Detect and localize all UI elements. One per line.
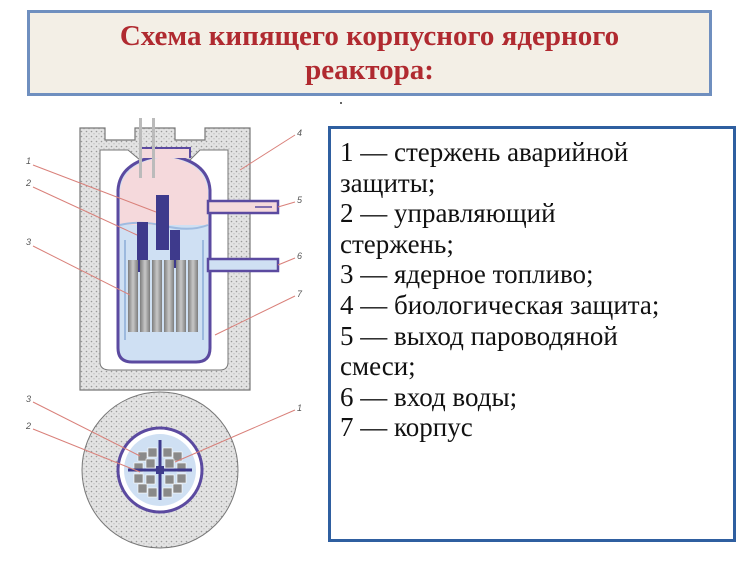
reactor-diagram: 1 2 3 4 5 6 7 3 2 1 [25,118,303,549]
plan-callout-1: 1 [297,403,302,413]
legend-line: 3 — ядерное топливо; [340,259,594,290]
stray-dot [340,102,342,104]
water-inlet-pipe [206,257,280,273]
legend-line: смеси; [340,351,416,382]
callout-leaders [32,134,296,336]
callout-5: 5 [297,195,303,205]
legend-line: стержень; [340,228,454,259]
callout-2: 2 [25,178,31,188]
rod-guide-2 [152,118,155,178]
steam-outlet-pipe [206,199,280,215]
title-line-1: Схема кипящего корпусного ядерного [119,20,620,52]
fuel-assembly [128,260,198,332]
reactor-cross-section [81,391,239,549]
title-box: Схема кипящего корпусного ядерного реакт… [27,10,712,96]
legend-line: 4 — биологическая защита; [340,289,660,320]
emergency-rod [156,195,169,250]
legend-box: 1 — стержень аварийной защиты; 2 — управ… [328,126,736,542]
plan-callout-3: 3 [26,394,31,404]
control-rod-2 [170,230,180,268]
legend-line: 7 — корпус [340,412,473,443]
legend-line: 2 — управляющий [340,198,556,229]
title-line-2: реактора: [305,54,434,86]
legend-line: 1 — стержень аварийной [340,137,629,167]
rod-guide-1 [139,118,142,178]
legend-line: 5 — выход пароводяной [340,320,618,351]
callout-6: 6 [297,251,302,261]
control-rod [137,222,148,272]
callout-1: 1 [26,156,31,166]
callout-4: 4 [297,128,302,138]
legend-line: 6 — вход воды; [340,381,518,412]
callout-3: 3 [26,237,31,247]
plan-callout-leaders [32,401,296,473]
plan-callout-2: 2 [25,421,31,431]
legend-line: защиты; [340,167,436,198]
callout-7: 7 [297,289,303,299]
